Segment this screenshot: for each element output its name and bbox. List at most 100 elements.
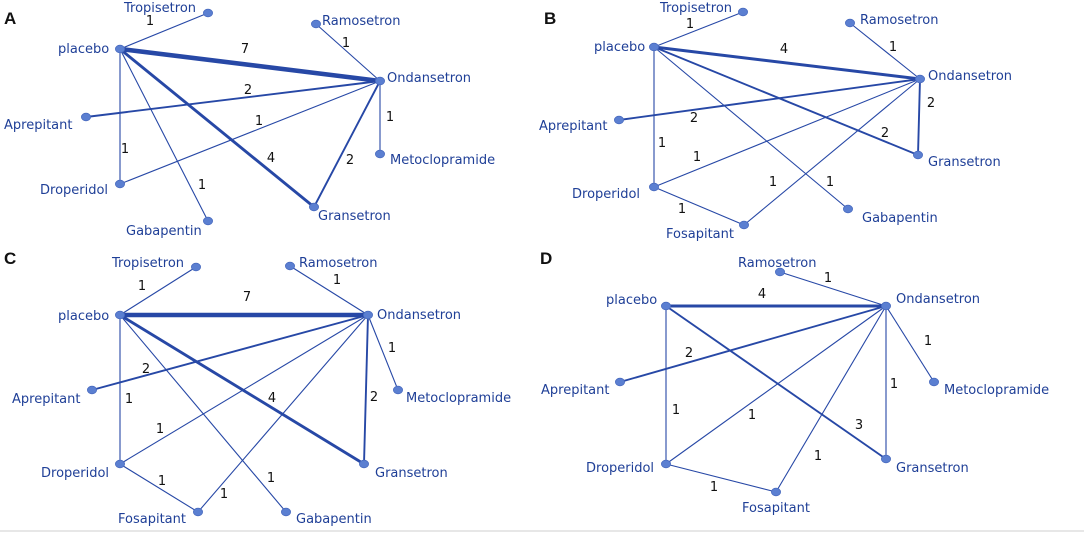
node-ramosetron xyxy=(310,19,321,29)
node-metoclopramide xyxy=(374,149,385,159)
node-gabapentin xyxy=(280,507,291,517)
node-placebo xyxy=(115,44,126,54)
edge-droperidol-ondansetron xyxy=(665,305,887,465)
edge-placebo-tropisetron xyxy=(653,11,744,48)
node-droperidol xyxy=(115,459,126,469)
edge-count-placebo-droperidol: 1 xyxy=(672,403,680,418)
node-placebo xyxy=(115,310,126,320)
edge-count-placebo-droperidol: 1 xyxy=(658,136,666,151)
edge-aprepitant-ondansetron xyxy=(619,305,887,383)
node-metoclopramide xyxy=(929,377,940,387)
edge-count-droperidol-ondansetron: 1 xyxy=(748,408,756,423)
node-ramosetron xyxy=(775,267,786,277)
node-gransetron xyxy=(913,150,924,160)
edge-placebo-gransetron xyxy=(665,305,887,460)
node-gransetron xyxy=(308,202,319,212)
edge-placebo-gransetron xyxy=(118,47,316,209)
node-label-placebo: placebo xyxy=(594,40,645,55)
node-tropisetron xyxy=(190,262,201,272)
node-gransetron xyxy=(358,459,369,469)
edge-count-aprepitant-ondansetron: 2 xyxy=(142,362,150,377)
node-ondansetron xyxy=(881,301,892,311)
edge-count-ondansetron-metoclopramide: 1 xyxy=(386,110,394,125)
edge-ondansetron-metoclopramide xyxy=(885,305,935,383)
edge-count-placebo-gabapentin: 1 xyxy=(267,471,275,486)
panel-label: C xyxy=(4,249,16,268)
edge-count-placebo-droperidol: 1 xyxy=(125,392,133,407)
node-label-gransetron: Gransetron xyxy=(318,209,391,224)
edge-placebo-gabapentin xyxy=(119,48,209,222)
node-label-droperidol: Droperidol xyxy=(586,461,654,476)
panel-label: A xyxy=(4,9,16,28)
edge-count-ramosetron-ondansetron: 1 xyxy=(333,273,341,288)
node-droperidol xyxy=(649,182,660,192)
edge-count-droperidol-ondansetron: 1 xyxy=(156,422,164,437)
node-label-gabapentin: Gabapentin xyxy=(126,224,202,239)
node-label-ondansetron: Ondansetron xyxy=(377,308,461,323)
node-tropisetron xyxy=(202,8,213,18)
edge-aprepitant-ondansetron xyxy=(618,78,921,121)
node-aprepitant xyxy=(615,377,626,387)
edge-droperidol-ondansetron xyxy=(653,78,921,188)
edge-count-droperidol-fosapitant: 1 xyxy=(710,480,718,495)
edge-count-ondansetron-metoclopramide: 1 xyxy=(924,334,932,349)
edge-count-placebo-ondansetron: 7 xyxy=(241,42,249,57)
edge-ondansetron-metoclopramide xyxy=(367,314,399,391)
node-ramosetron xyxy=(845,18,856,28)
edge-count-ondansetron-metoclopramide: 1 xyxy=(388,341,396,356)
node-fosapitant xyxy=(739,220,750,230)
node-label-placebo: placebo xyxy=(58,42,109,57)
node-label-placebo: placebo xyxy=(606,293,657,308)
edge-fosapitant-ondansetron xyxy=(775,305,887,493)
edge-count-placebo-gabapentin: 1 xyxy=(198,178,206,193)
edge-droperidol-fosapitant xyxy=(653,186,745,226)
node-fosapitant xyxy=(771,487,782,497)
edge-droperidol-ondansetron xyxy=(119,80,381,185)
edge-aprepitant-ondansetron xyxy=(85,80,381,118)
node-label-ondansetron: Ondansetron xyxy=(896,292,980,307)
edge-count-ondansetron-gransetron: 1 xyxy=(890,377,898,392)
node-gransetron xyxy=(881,454,892,464)
panel-label: B xyxy=(544,9,556,28)
edge-count-droperidol-fosapitant: 1 xyxy=(158,474,166,489)
node-label-gransetron: Gransetron xyxy=(896,461,969,476)
edge-ondansetron-gransetron xyxy=(313,80,381,208)
edge-fosapitant-ondansetron xyxy=(743,78,921,226)
edge-placebo-tropisetron xyxy=(119,266,197,316)
node-placebo xyxy=(661,301,672,311)
node-droperidol xyxy=(661,459,672,469)
edge-placebo-gransetron xyxy=(118,313,366,466)
node-label-ramosetron: Ramosetron xyxy=(299,256,377,271)
edge-aprepitant-ondansetron xyxy=(91,314,369,391)
node-gabapentin xyxy=(843,204,854,214)
edge-ramosetron-ondansetron xyxy=(289,265,369,316)
node-fosapitant xyxy=(192,507,203,517)
node-label-placebo: placebo xyxy=(58,309,109,324)
node-label-fosapitant: Fosapitant xyxy=(742,501,810,516)
edge-count-placebo-gabapentin: 1 xyxy=(826,175,834,190)
node-label-aprepitant: Aprepitant xyxy=(12,392,80,407)
node-placebo xyxy=(649,42,660,52)
node-aprepitant xyxy=(81,112,92,122)
edge-count-placebo-tropisetron: 1 xyxy=(686,17,694,32)
edge-count-ondansetron-gransetron: 2 xyxy=(346,153,354,168)
edge-count-placebo-droperidol: 1 xyxy=(121,142,129,157)
node-label-aprepitant: Aprepitant xyxy=(4,118,72,133)
node-label-fosapitant: Fosapitant xyxy=(666,227,734,242)
edge-count-aprepitant-ondansetron: 2 xyxy=(244,83,252,98)
node-label-droperidol: Droperidol xyxy=(41,466,109,481)
panel-label: D xyxy=(540,249,552,268)
edge-count-placebo-ondansetron: 7 xyxy=(243,290,251,305)
node-label-ramosetron: Ramosetron xyxy=(860,13,938,28)
edge-count-placebo-gransetron: 4 xyxy=(267,151,275,166)
node-ondansetron xyxy=(915,74,926,84)
edge-count-aprepitant-ondansetron: 2 xyxy=(690,111,698,126)
edge-count-fosapitant-ondansetron: 1 xyxy=(769,175,777,190)
edge-ondansetron-gransetron xyxy=(363,314,369,465)
node-label-ondansetron: Ondansetron xyxy=(387,71,471,86)
node-label-ramosetron: Ramosetron xyxy=(322,14,400,29)
edge-ondansetron-gransetron xyxy=(917,78,921,156)
